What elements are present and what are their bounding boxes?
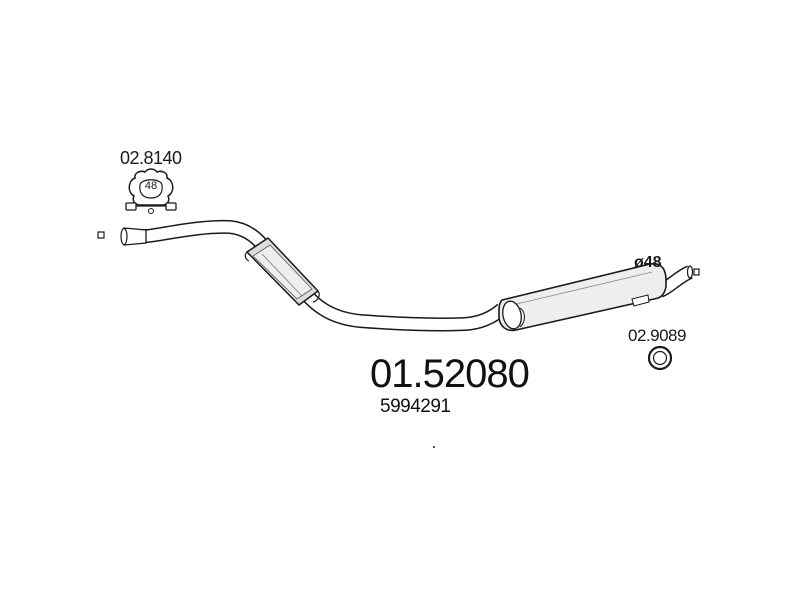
rear-muffler-icon [498,262,667,332]
middle-muffler-icon [244,237,320,306]
outlet-diameter-label: ø48 [634,254,662,271]
clamp-icon [125,168,177,214]
clamp-size-label: 48 [144,180,158,192]
pipe-end-marker-left [97,231,105,239]
stray-dot [433,446,435,448]
pipe-end-marker-right [693,268,700,276]
oem-number: 5994291 [380,396,451,417]
sealing-ring-icon [647,345,673,371]
clamp-part-number: 02.8140 [120,148,182,168]
main-part-number: 01.52080 [370,352,530,396]
sealing-ring-part-number: 02.9089 [628,326,686,345]
